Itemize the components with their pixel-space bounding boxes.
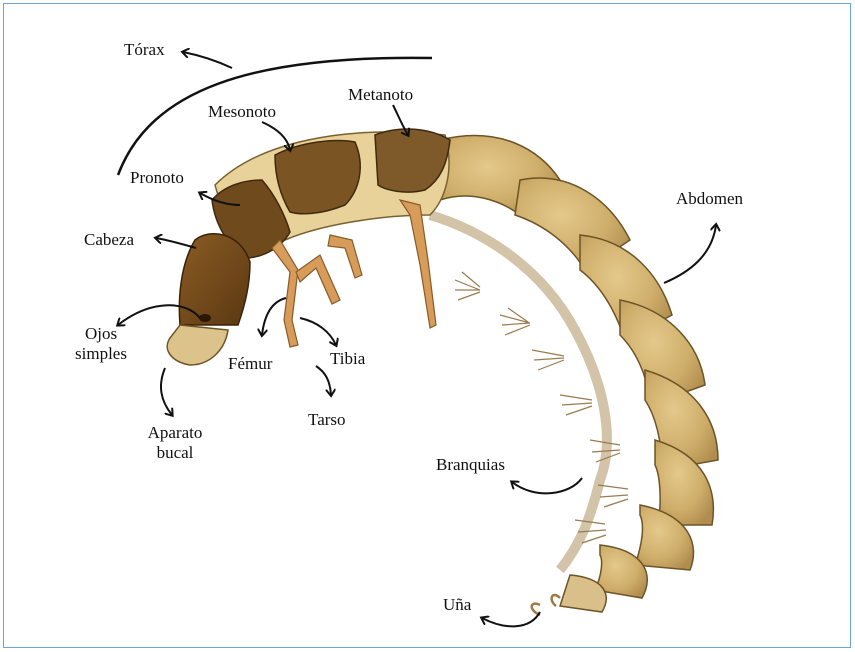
thorax-arrow: [183, 52, 232, 68]
mouthparts: [167, 325, 228, 365]
ocelli: [199, 314, 211, 322]
tarso-arrow: [316, 366, 331, 395]
head-capsule: [179, 234, 250, 325]
label-ojos-line1: Ojos: [66, 324, 136, 344]
label-tibia: Tibia: [330, 349, 365, 369]
abdomen-arrow: [664, 225, 716, 283]
aparato-arrow: [161, 368, 172, 415]
label-branquias: Branquias: [436, 455, 505, 475]
label-abdomen: Abdomen: [676, 189, 743, 209]
label-torax: Tórax: [124, 40, 165, 60]
una-arrow: [482, 612, 540, 626]
label-metanoto: Metanoto: [348, 85, 413, 105]
label-una: Uña: [443, 595, 471, 615]
label-mesonoto: Mesonoto: [208, 102, 276, 122]
tibia-arrow: [300, 318, 336, 345]
branquias-arrow: [512, 478, 582, 493]
cabeza-arrow: [156, 238, 196, 248]
femur-arrow: [262, 298, 286, 335]
label-ojos-line2: simples: [66, 344, 136, 364]
mesonoto-plate: [275, 141, 360, 214]
label-femur: Fémur: [228, 354, 272, 374]
label-cabeza: Cabeza: [84, 230, 134, 250]
label-aparato-line1: Aparato: [135, 423, 215, 443]
label-ojos-simples: Ojos simples: [66, 324, 136, 364]
label-aparato-bucal: Aparato bucal: [135, 423, 215, 463]
claw: [532, 595, 560, 615]
label-pronoto: Pronoto: [130, 168, 184, 188]
abdomen-segments: [430, 136, 718, 612]
label-tarso: Tarso: [308, 410, 346, 430]
label-aparato-line2: bucal: [135, 443, 215, 463]
